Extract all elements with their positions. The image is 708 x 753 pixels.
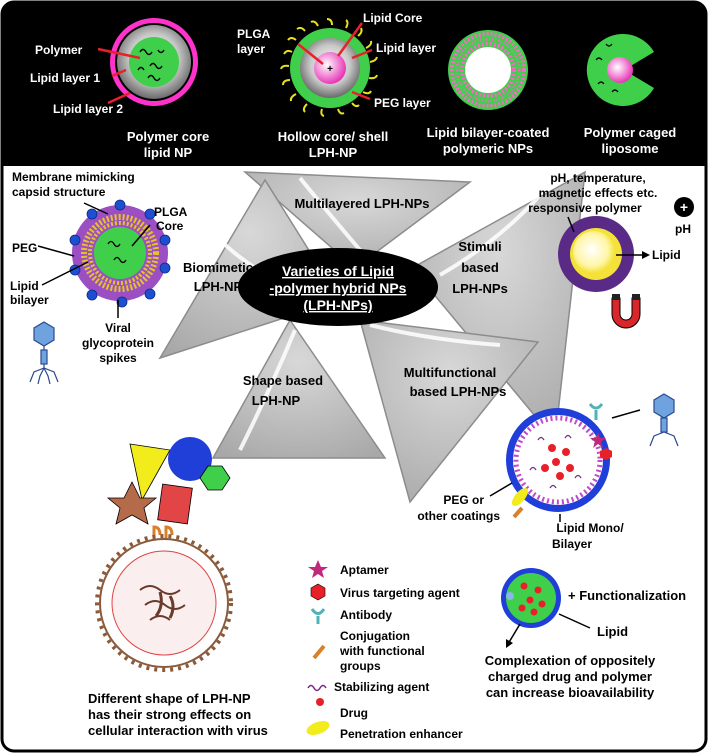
multifunctional-lipid-label-2: Bilayer <box>552 537 592 551</box>
stabilizing-agent-icon <box>307 684 327 692</box>
biomimetic-title-line2: capsid structure <box>12 185 106 199</box>
np1-lipid-layer1-label: Lipid layer 1 <box>30 71 100 85</box>
legend-virus: Virus targeting agent <box>340 586 460 600</box>
legend-conj-line1: Conjugation <box>340 629 410 643</box>
virus-targeting-agent-icon <box>310 583 326 601</box>
polymer-caged-liposome <box>586 33 654 107</box>
penetration-enhancer-icon <box>306 721 330 735</box>
center-title-line1: Varieties of Lipid <box>282 263 394 279</box>
segment-multilayered <box>242 171 473 269</box>
complexation-np <box>501 568 591 648</box>
np1-caption-line1: Polymer core <box>127 129 209 144</box>
biomimetic-viral-label-2: glycoprotein <box>82 336 154 350</box>
segment-multifunctional <box>358 319 540 504</box>
hollow-core-shell-np: + <box>280 18 378 117</box>
stimuli-np <box>558 216 650 292</box>
segment-shape <box>211 318 387 459</box>
legend-stabilizing: Stabilizing agent <box>334 680 429 694</box>
segment-multifunctional-label-1: Multifunctional <box>404 365 496 380</box>
multifunctional-peg-label-1: PEG or <box>443 493 484 507</box>
np3-caption-line2: polymeric NPs <box>443 141 533 156</box>
biomimetic-plga-label-1: PLGA <box>154 205 188 219</box>
biomimetic-viral-label-1: Viral <box>105 321 131 335</box>
complex-description-line1: Complexation of oppositely <box>485 653 656 668</box>
np4-caption-line2: liposome <box>601 141 658 156</box>
np3-caption-line1: Lipid bilayer-coated <box>427 125 550 140</box>
multifunctional-np <box>489 403 641 522</box>
conjugation-icon <box>312 644 326 660</box>
segment-shape-label-1: Shape based <box>243 373 323 388</box>
stimuli-ph-label: pH <box>675 222 691 236</box>
segment-shape-label-2: LPH-NP <box>252 393 301 408</box>
ph-plus-sign: + <box>680 199 688 215</box>
shape-description-line1: Different shape of LPH-NP <box>88 691 251 706</box>
shape-cluster <box>106 437 231 545</box>
legend-drug: Drug <box>340 706 368 720</box>
svg-text:+: + <box>327 64 333 75</box>
complex-lipid-label: Lipid <box>597 624 628 639</box>
stimuli-line1: pH, temperature, <box>550 171 645 185</box>
biomimetic-peg-label: PEG <box>12 241 37 255</box>
stimuli-lipid-label: Lipid <box>652 248 681 262</box>
legend-penetration: Penetration enhancer <box>340 727 463 741</box>
legend-aptamer: Aptamer <box>340 563 389 577</box>
lipid-bilayer-coated-polymeric-np <box>448 30 528 110</box>
biomimetic-title-line1: Membrane mimicking <box>12 170 135 184</box>
polymer-core-lipid-np <box>97 18 198 106</box>
stimuli-line3: responsive polymer <box>528 201 642 215</box>
segment-stimuli-label-3: LPH-NPs <box>452 281 508 296</box>
np2-caption-line1: Hollow core/ shell <box>278 129 389 144</box>
multifunctional-lipid-label-1: Lipid Mono/ <box>556 521 624 535</box>
center-title-line2: -polymer hybrid NPs <box>270 280 407 296</box>
segment-multilayered-label: Multilayered LPH-NPs <box>294 196 429 211</box>
ph-plus-icon <box>674 197 694 217</box>
complex-functionalization-label: + Functionalization <box>568 588 686 603</box>
np1-lipid-layer2-label: Lipid layer 2 <box>53 102 123 116</box>
np4-caption-line1: Polymer caged <box>584 125 677 140</box>
np2-plga-label-line1: PLGA <box>237 27 271 41</box>
antibody-icon <box>310 608 326 624</box>
np1-polymer-label: Polymer <box>35 43 83 57</box>
complex-description-line2: charged drug and polymer <box>488 669 652 684</box>
stimuli-line2: magnetic effects etc. <box>539 186 658 200</box>
cell-with-virus <box>95 534 233 672</box>
legend-antibody: Antibody <box>340 608 392 622</box>
legend: Aptamer Virus targeting agent Antibody C… <box>306 560 463 741</box>
np2-lipid-layer-label: Lipid layer <box>376 41 436 55</box>
biomimetic-lipid-label-2: bilayer <box>10 293 49 307</box>
np2-caption-line2: LPH-NP <box>309 145 358 160</box>
segment-multifunctional-label-2: based LPH-NPs <box>410 384 507 399</box>
virus-icon <box>649 393 679 447</box>
center-title-line3: (LPH-NPs) <box>303 297 372 313</box>
segment-stimuli-label-2: based <box>461 260 499 275</box>
virus-icon <box>29 321 59 385</box>
np2-peg-layer-label: PEG layer <box>374 96 431 110</box>
np1-caption-line2: lipid NP <box>144 145 193 160</box>
np2-lipid-core-label: Lipid Core <box>363 11 423 25</box>
biomimetic-lipid-label-1: Lipid <box>10 279 39 293</box>
biomimetic-viral-label-3: spikes <box>99 351 137 365</box>
shape-description-line3: cellular interaction with virus <box>88 723 268 738</box>
multifunctional-peg-label-2: other coatings <box>417 509 500 523</box>
legend-conj-line2: with functional <box>339 644 425 658</box>
aptamer-icon <box>308 560 328 578</box>
center-ellipse <box>238 248 438 326</box>
np2-plga-label-line2: layer <box>237 42 265 56</box>
segment-biomimetic-label-1: Biomimetic <box>183 260 253 275</box>
legend-conj-line3: groups <box>340 659 381 673</box>
segment-stimuli-label-1: Stimuli <box>458 239 501 254</box>
biomimetic-plga-label-2: Core <box>156 219 184 233</box>
segment-biomimetic-label-2: LPH-NP <box>194 279 243 294</box>
shape-description-line2: has their strong effects on <box>88 707 251 722</box>
biomimetic-np <box>37 199 171 318</box>
magnet-icon <box>611 294 641 329</box>
complex-description-line3: can increase bioavailability <box>486 685 655 700</box>
drug-icon <box>316 698 324 706</box>
